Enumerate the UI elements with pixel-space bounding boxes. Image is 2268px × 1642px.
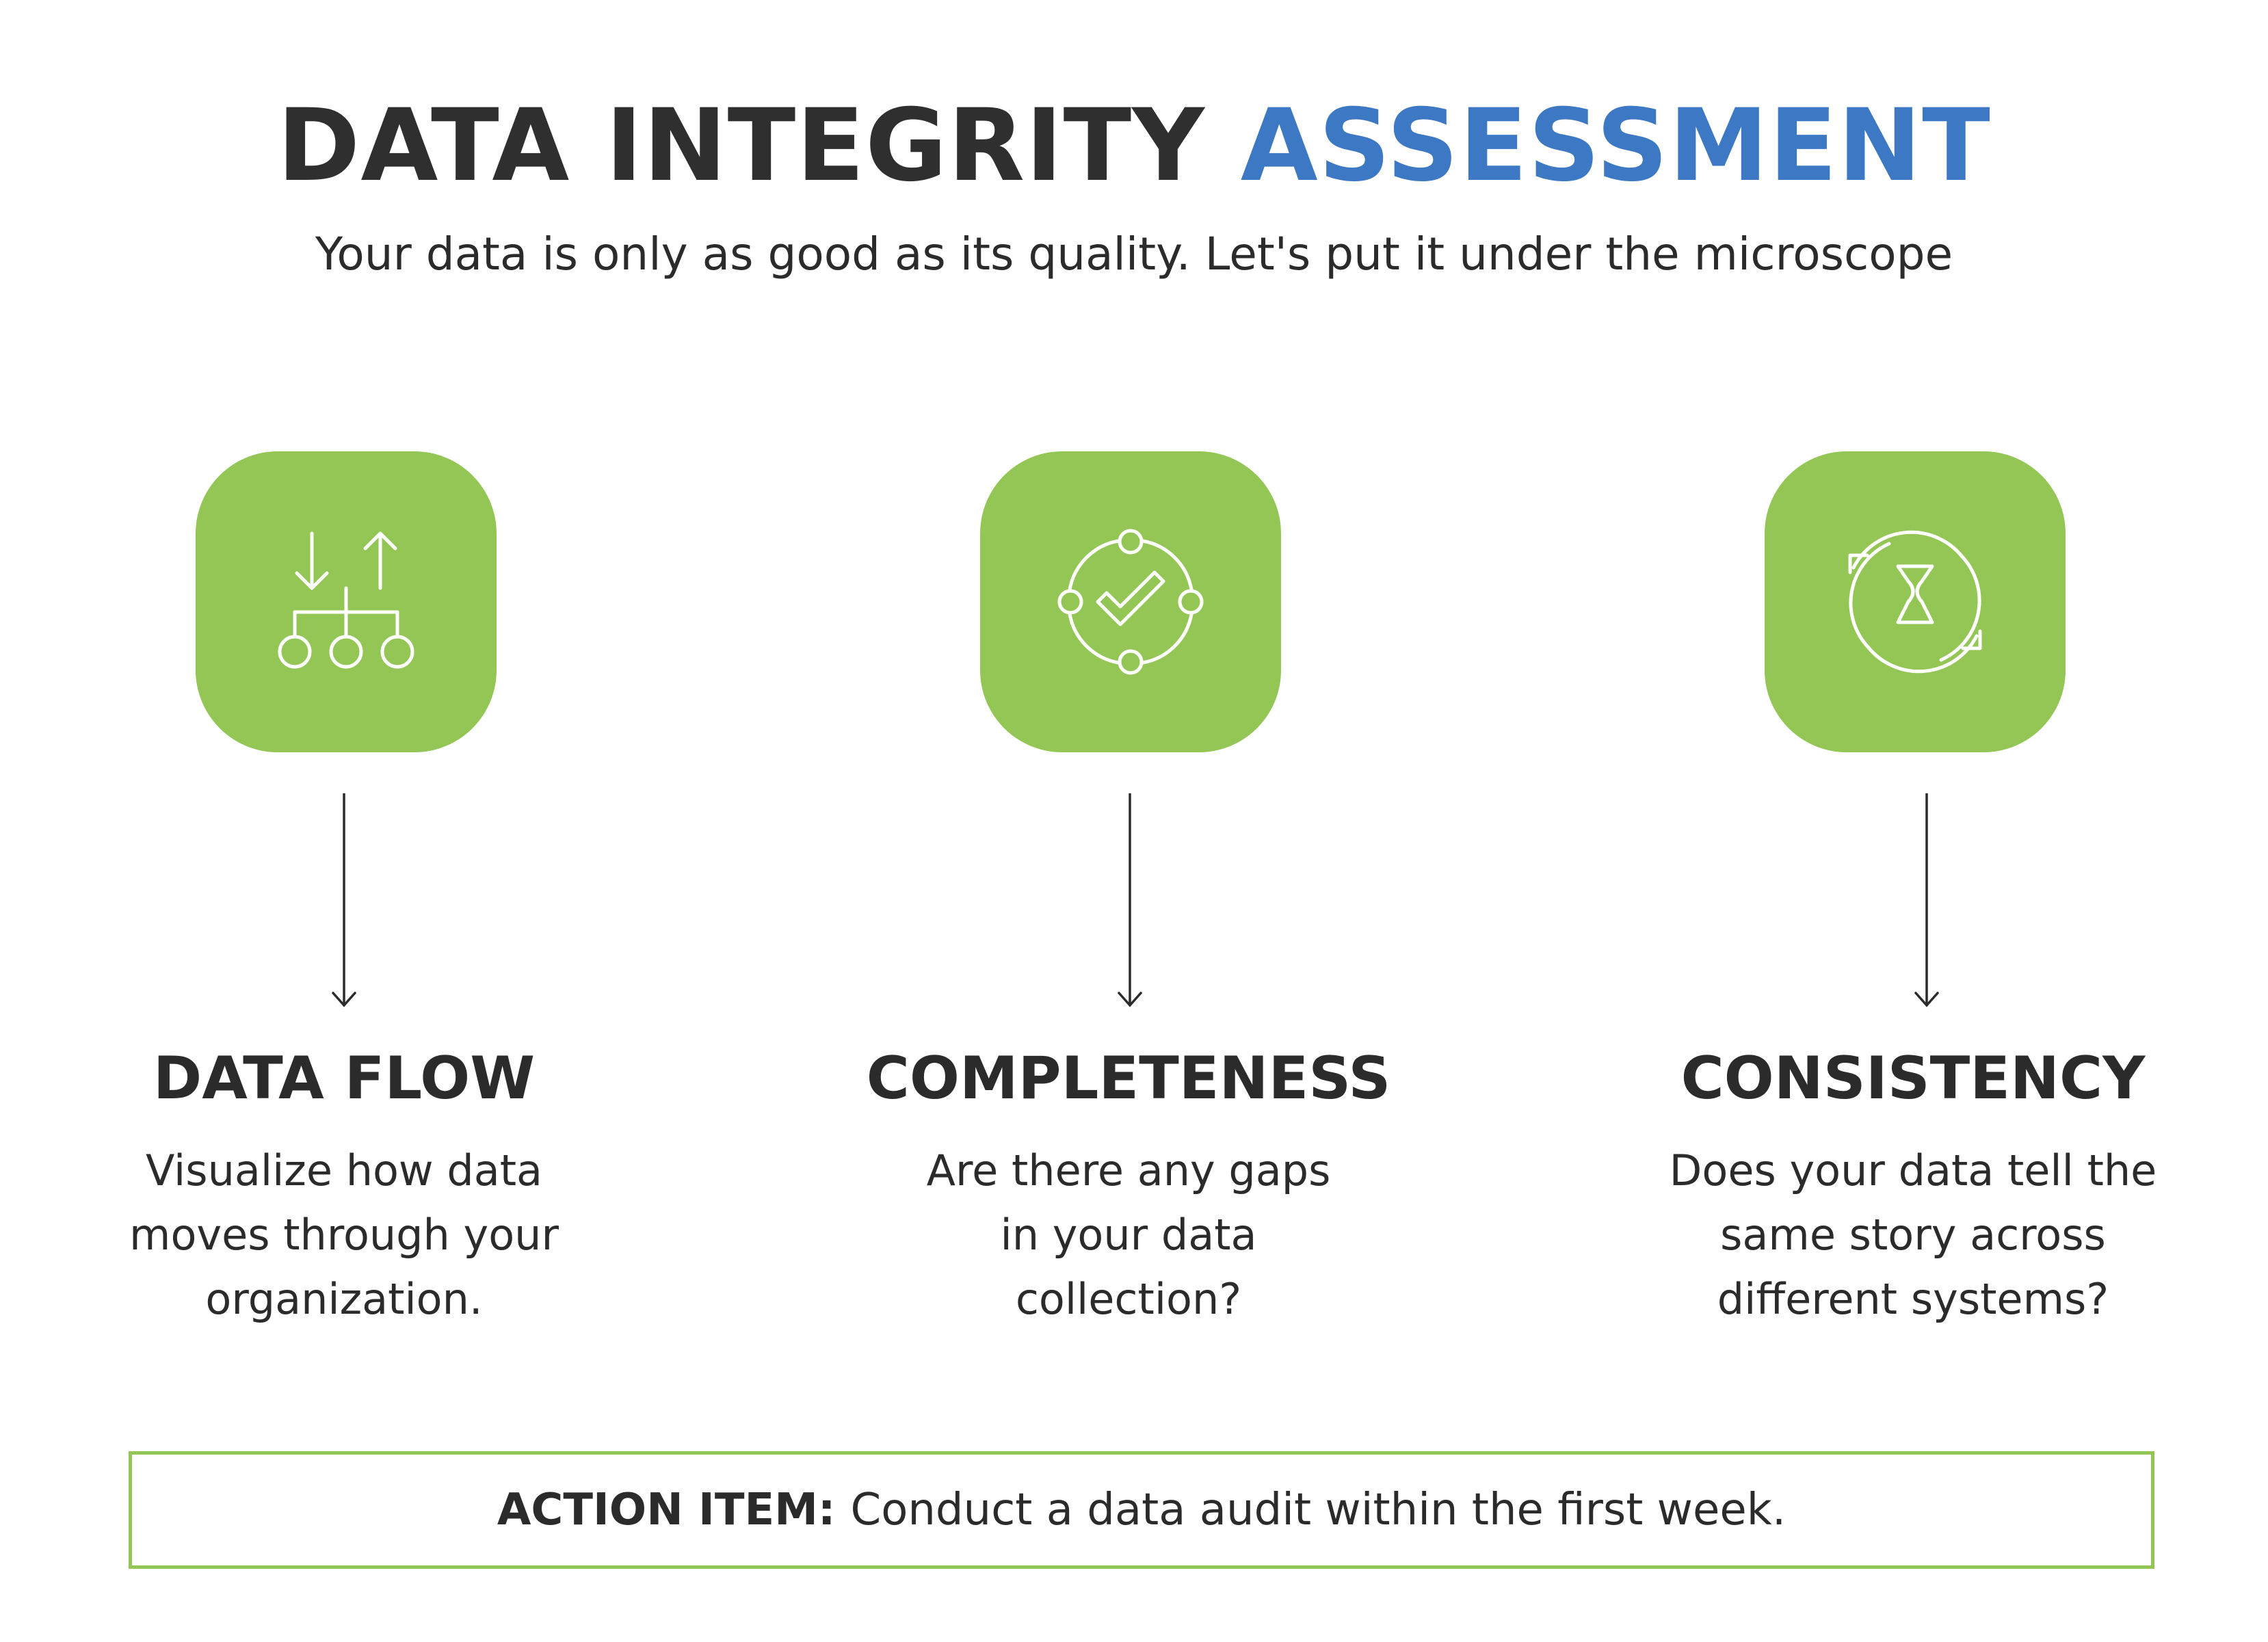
description-line: collection? xyxy=(1015,1274,1242,1324)
column-description: Are there any gaps in your data collecti… xyxy=(821,1139,1436,1332)
column-consistency: CONSISTENCY Does your data tell the same… xyxy=(1605,0,2221,1368)
action-item-box: ACTION ITEM: Conduct a data audit within… xyxy=(129,1451,2154,1569)
description-line: different systems? xyxy=(1717,1274,2109,1324)
column-heading: CONSISTENCY xyxy=(1680,1044,2146,1113)
description-line: in your data xyxy=(1000,1210,1257,1260)
description-line: Visualize how data xyxy=(145,1146,542,1195)
arrow-down-icon xyxy=(1914,793,1939,1007)
check-cycle-icon-tile xyxy=(980,451,1281,752)
title-main: DATA INTEGRITY xyxy=(277,88,1205,204)
sync-hourglass-icon xyxy=(1848,530,1982,674)
page-subtitle: Your data is only as good as its quality… xyxy=(315,228,1953,280)
check-cycle-icon xyxy=(1057,529,1204,675)
page-title: DATA INTEGRITY ASSESSMENT xyxy=(0,96,2268,196)
title-accent: ASSESSMENT xyxy=(1240,88,1991,204)
description-line: same story across xyxy=(1720,1210,2106,1260)
description-line: Does your data tell the xyxy=(1669,1146,2157,1195)
description-line: Are there any gaps xyxy=(926,1146,1331,1195)
column-heading: DATA FLOW xyxy=(153,1044,536,1113)
arrow-down-icon xyxy=(332,793,356,1007)
column-completeness: COMPLETENESS Are there any gaps in your … xyxy=(821,0,1436,1368)
data-flow-icon xyxy=(278,531,414,669)
action-item-label: ACTION ITEM: xyxy=(497,1485,836,1535)
column-description: Visualize how data moves through your or… xyxy=(36,1139,652,1332)
column-data-flow: DATA FLOW Visualize how data moves throu… xyxy=(36,0,652,1368)
action-item-text: Conduct a data audit within the first we… xyxy=(850,1485,1786,1535)
arrow-down-icon xyxy=(1118,793,1142,1007)
description-line: moves through your xyxy=(129,1210,559,1260)
column-description: Does your data tell the same story acros… xyxy=(1605,1139,2221,1332)
sync-hourglass-icon-tile xyxy=(1765,451,2066,752)
data-flow-icon-tile xyxy=(196,451,497,752)
column-heading: COMPLETENESS xyxy=(866,1044,1391,1113)
description-line: organization. xyxy=(205,1274,483,1324)
